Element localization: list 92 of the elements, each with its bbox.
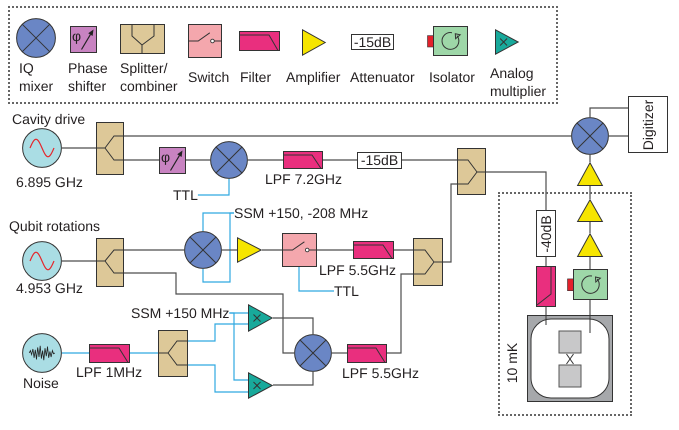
digitizer-block: Digitizer [628, 96, 668, 153]
analog-multiplier-icon [248, 304, 273, 332]
signal-label: SSM +150, -208 MHz [234, 205, 368, 221]
connector-line [248, 159, 283, 161]
legend-label: Phase shifter [68, 59, 109, 95]
frequency-label: 4.953 GHz [16, 280, 83, 296]
splitter-icon [457, 148, 486, 195]
signal-label: TTL [334, 283, 359, 299]
connector-line [589, 107, 628, 117]
connector-line [198, 179, 230, 196]
connector-line [273, 317, 314, 334]
sine-source-icon [22, 128, 62, 168]
connector-line [62, 260, 96, 262]
switch-icon [282, 233, 317, 267]
connector-line [486, 171, 547, 210]
connector-line [186, 159, 210, 161]
filter-label: LPF 5.5GHz [342, 365, 420, 381]
noise-source-icon [22, 333, 62, 373]
legend-label: Isolator [429, 68, 475, 86]
splitter-icon [158, 330, 188, 377]
frequency-label: 6.895 GHz [16, 174, 83, 190]
connector-line [273, 372, 314, 386]
phase-shifter-sample [70, 26, 97, 53]
iq-mixer-icon [184, 231, 222, 269]
connector-line [188, 364, 248, 393]
cryogenic-region [498, 192, 632, 416]
amplifier-icon [577, 199, 603, 222]
signal-label: TTL [173, 187, 198, 203]
filter-icon [89, 344, 130, 363]
filter-label: LPF 7.2GHz [265, 171, 342, 187]
legend-label: Attenuator [350, 68, 415, 86]
phase-shifter-block [159, 147, 186, 174]
connector-line [222, 249, 237, 251]
legend-label: Filter [240, 68, 272, 86]
connector-line [202, 212, 234, 283]
connector-line [229, 312, 248, 381]
legend-label: IQ mixer [19, 59, 54, 95]
attenuator-block: -15dB [357, 152, 402, 169]
legend-label: Amplifier [286, 68, 340, 86]
splitter-icon [96, 122, 124, 175]
connector-line [387, 273, 413, 354]
legend-label: Analog multiplier [490, 64, 548, 100]
sine-source-icon [22, 241, 62, 281]
phase-symbol: φ [161, 149, 170, 165]
connector-line [589, 300, 591, 315]
filter-icon [347, 344, 387, 363]
attenuator-sample: -15dB [351, 34, 394, 50]
filter-icon [283, 151, 323, 169]
filter-label: LPF 1MHz [76, 364, 142, 380]
iq-mixer-icon [210, 141, 248, 179]
connector-line [589, 222, 591, 233]
filter-icon [536, 266, 556, 307]
connector-line [609, 135, 628, 137]
connector-line [589, 257, 591, 269]
legend-label: Splitter/ combiner [120, 59, 179, 95]
connector-line [130, 352, 158, 354]
signal-label: SSM +150 MHz [131, 305, 230, 321]
amplifier-icon [577, 233, 603, 257]
amplifier-icon [577, 162, 603, 186]
connector-line [394, 249, 413, 251]
connector-line [124, 272, 294, 354]
connector-line [262, 249, 282, 251]
connector-line [589, 186, 591, 199]
source-title: Qubit rotations [9, 218, 100, 234]
connector-line [332, 352, 347, 354]
cavity-drawing [527, 315, 613, 402]
filter-label: LPF 5.5GHz [319, 262, 396, 278]
connector-line [443, 183, 457, 263]
iq-mixer-icon [294, 334, 332, 372]
splitter-icon [96, 238, 124, 287]
connector-line [317, 249, 353, 251]
amplifier-icon [237, 237, 262, 263]
connector-line [124, 159, 159, 161]
source-title: Cavity drive [12, 111, 86, 127]
temperature-label: 10 mK [504, 342, 520, 384]
connector-line [298, 267, 334, 292]
splitter-icon [413, 238, 443, 286]
filter-icon [353, 241, 394, 259]
connector-line [124, 249, 184, 251]
connector-line [62, 147, 96, 149]
phase-symbol: φ [72, 28, 82, 44]
connector-line [124, 135, 571, 137]
legend-label: Switch [188, 68, 230, 86]
isolator-icon [567, 269, 608, 300]
connector-line [188, 323, 248, 342]
connector-line [323, 159, 357, 161]
attenuator-block: -40dB [536, 210, 556, 257]
iq-mixer-icon [571, 117, 609, 155]
connector-line [402, 159, 457, 161]
connector-line [62, 352, 89, 354]
analog-multiplier-icon [248, 372, 273, 399]
source-title: Noise [23, 375, 59, 391]
